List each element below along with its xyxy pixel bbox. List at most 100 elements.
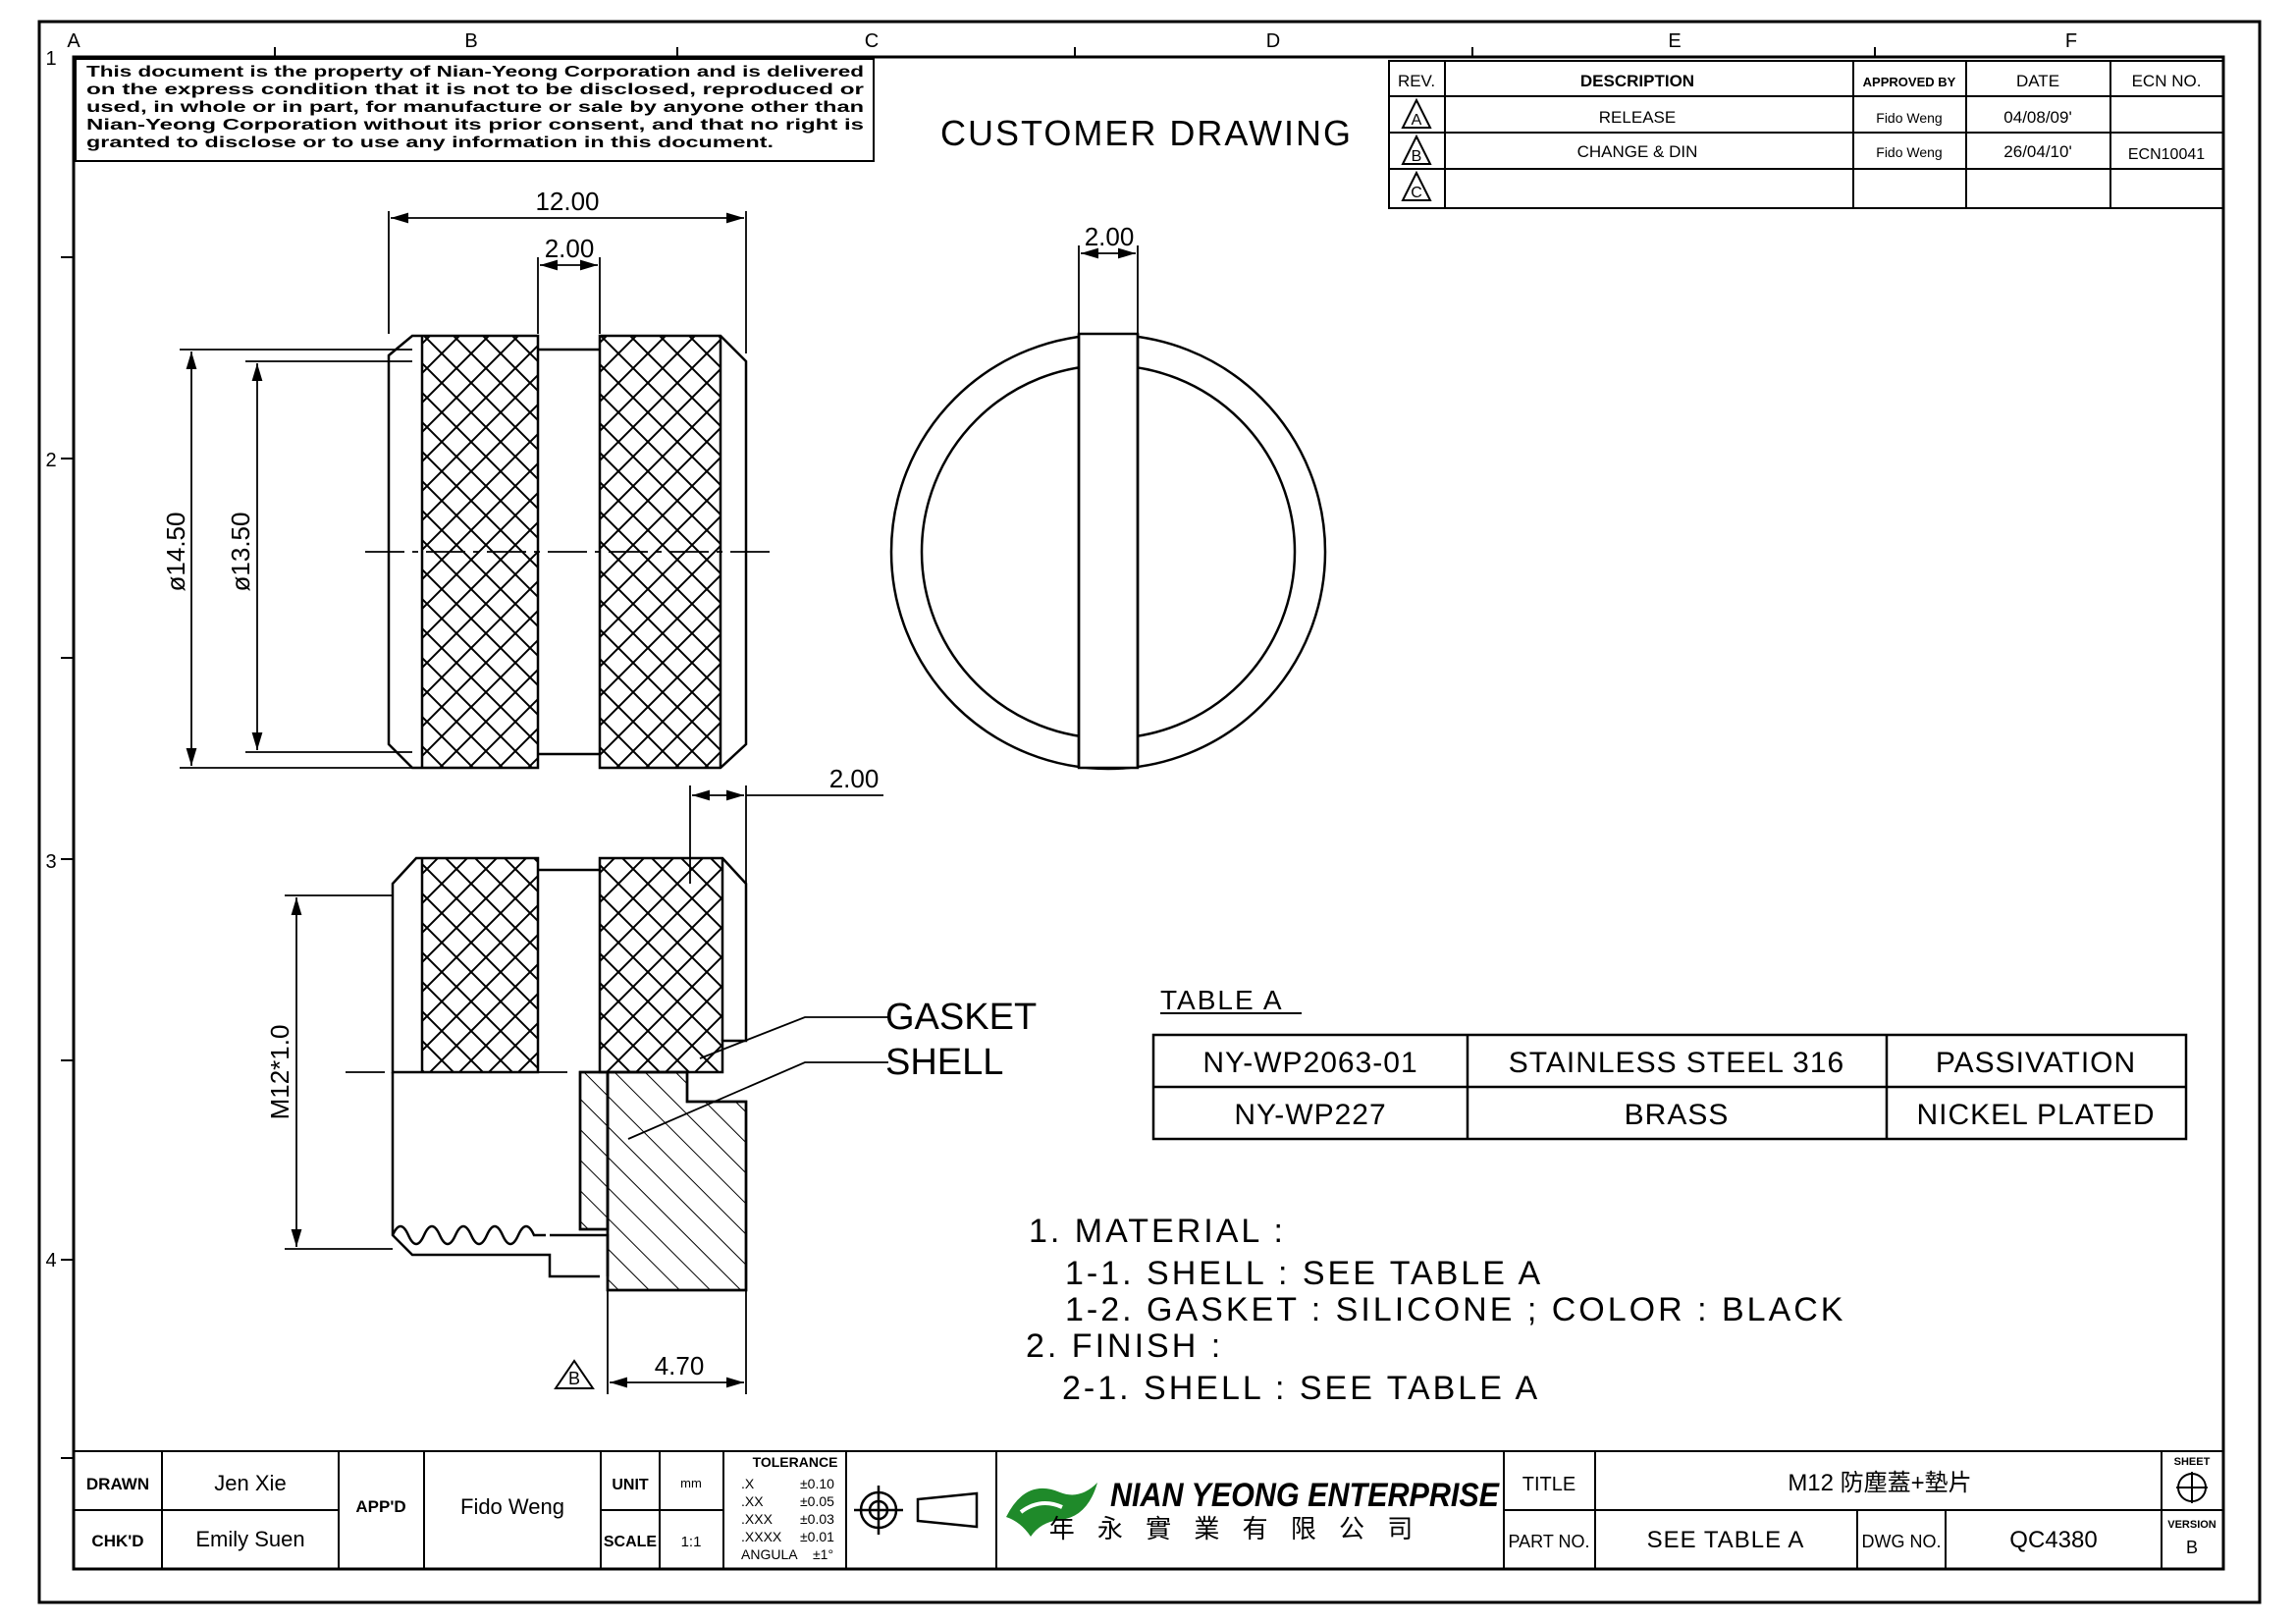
scale-value: 1:1	[681, 1534, 702, 1550]
grid-col-label: D	[1266, 30, 1280, 52]
dwg-no-label: DWG NO.	[1862, 1532, 1942, 1551]
tolerance-block: TOLERANCE .X ±0.10 .XX ±0.05 .XXX ±0.03 …	[741, 1454, 837, 1562]
shell-callout: SHELL	[885, 1042, 1003, 1083]
tolerance-key: .XXXX	[741, 1529, 782, 1544]
date-header: DATE	[2016, 72, 2059, 90]
disclaimer-box: This document is the property of Nian-Ye…	[75, 58, 875, 162]
section-view	[346, 856, 748, 1292]
disclaimer-line: on the express condition that it is not …	[86, 81, 864, 98]
rev-letter: C	[1411, 185, 1422, 201]
tolerance-key: .XXX	[741, 1511, 774, 1527]
angular-value: ±1°	[813, 1546, 833, 1562]
note-line: 1-1. SHELL : SEE TABLE A	[1065, 1255, 1543, 1292]
dim-overall-width: 12.00	[535, 187, 599, 216]
rev-approver: Fido Weng	[1876, 144, 1942, 160]
tolerance-key: .XX	[741, 1493, 764, 1509]
dim-slot-width: 2.00	[545, 234, 595, 263]
grid-row-label: 4	[45, 1250, 56, 1271]
company-name-cn: 年 永 實 業 有 限 公 司	[1049, 1514, 1421, 1543]
table-a-title: TABLE A	[1160, 985, 1284, 1015]
rev-letter: A	[1412, 112, 1422, 129]
dim-chamfer: 2.00	[829, 764, 880, 793]
appd-label: APP'D	[355, 1497, 405, 1516]
rev-marker-triangle-icon	[554, 1359, 595, 1389]
tolerance-key: .X	[741, 1476, 755, 1491]
revision-table: REV. DESCRIPTION APPROVED BY DATE ECN NO…	[1388, 60, 2224, 209]
rev-triangle-icon	[1401, 134, 1432, 165]
grid-col-label: C	[865, 30, 879, 52]
version-value: B	[2186, 1538, 2198, 1557]
tolerance-val: ±0.05	[800, 1493, 834, 1509]
disclaimer-line: granted to disclose or to use any inform…	[86, 135, 774, 151]
drawn-value: Jen Xie	[214, 1471, 286, 1495]
table-a-cell: NICKEL PLATED	[1916, 1099, 2155, 1131]
title-value: M12 防塵蓋+墊片	[1788, 1470, 1971, 1496]
company-logo-icon	[1006, 1483, 1097, 1537]
disclaimer-line: Nian-Yeong Corporation without its prior…	[86, 117, 864, 134]
title-block: DRAWN Jen Xie CHK'D Emily Suen APP'D Fid…	[74, 1450, 2223, 1569]
rev-letter: B	[1412, 148, 1422, 165]
appd-value: Fido Weng	[460, 1494, 564, 1519]
disclaimer-line: used, in whole or in part, for manufactu…	[86, 99, 864, 116]
grid-row-label: 3	[45, 851, 56, 873]
rev-date: 04/08/09'	[2003, 108, 2071, 127]
dim-inner-diameter: ø13.50	[226, 513, 255, 592]
title-label: TITLE	[1522, 1474, 1575, 1495]
tolerance-val: ±0.10	[800, 1476, 834, 1491]
drawn-label: DRAWN	[86, 1475, 149, 1493]
approved-by-header: APPROVED BY	[1863, 75, 1956, 89]
note-line: 2. FINISH :	[1026, 1327, 1223, 1365]
dim-outer-diameter: ø14.50	[161, 513, 190, 592]
table-a-cell: NY-WP2063-01	[1202, 1047, 1417, 1079]
end-view	[889, 245, 1327, 771]
rev-marker-letter: B	[568, 1369, 580, 1388]
side-view	[365, 334, 774, 770]
tolerance-title: TOLERANCE	[753, 1454, 838, 1470]
sheet-symbol-icon	[2176, 1472, 2208, 1503]
rev-header: REV.	[1398, 72, 1435, 90]
gasket-callout: GASKET	[885, 997, 1037, 1038]
side-view-dimensions	[180, 211, 747, 769]
part-no-value: SEE TABLE A	[1647, 1527, 1805, 1553]
tolerance-val: ±0.03	[800, 1511, 834, 1527]
rev-date: 26/04/10'	[2003, 142, 2071, 161]
dim-shell-depth: 4.70	[655, 1351, 705, 1380]
rev-triangle-icon	[1401, 170, 1432, 201]
rev-triangle-icon	[1401, 97, 1432, 129]
rev-approver: Fido Weng	[1876, 110, 1942, 126]
dim-thread: M12*1.0	[265, 1025, 294, 1120]
note-line: 1. MATERIAL :	[1029, 1213, 1286, 1250]
rev-description: CHANGE & DIN	[1577, 142, 1698, 161]
grid-col-label: E	[1668, 30, 1681, 52]
sheet-label: SHEET	[2174, 1456, 2211, 1468]
ecn-header: ECN NO.	[2132, 72, 2202, 90]
description-header: DESCRIPTION	[1580, 72, 1694, 90]
grid-col-label: F	[2065, 30, 2077, 52]
grid-row-label: 1	[45, 48, 56, 70]
drawing-title: CUSTOMER DRAWING	[940, 113, 1353, 153]
chkd-value: Emily Suen	[195, 1527, 304, 1551]
note-line: 1-2. GASKET : SILICONE ; COLOR : BLACK	[1065, 1291, 1845, 1328]
unit-value: mm	[680, 1476, 702, 1490]
scale-label: SCALE	[604, 1534, 658, 1550]
tolerance-val: ±0.01	[800, 1529, 834, 1544]
angular-label: ANGULA	[741, 1546, 798, 1562]
sheet-border	[37, 20, 2262, 1604]
table-a-cell: BRASS	[1625, 1099, 1730, 1131]
table-a-cell: PASSIVATION	[1936, 1047, 2136, 1079]
note-line: 2-1. SHELL : SEE TABLE A	[1062, 1370, 1540, 1407]
unit-label: UNIT	[612, 1477, 649, 1493]
table-a-cell: NY-WP227	[1234, 1099, 1386, 1131]
grid-col-label: A	[67, 30, 80, 52]
table-a-cell: STAINLESS STEEL 316	[1509, 1047, 1844, 1079]
notes: 1. MATERIAL : 1-1. SHELL : SEE TABLE A 1…	[1026, 1213, 1845, 1407]
projection-symbol-icon	[854, 1486, 979, 1535]
grid-reference: A B C D E F 1 2 3 4	[45, 30, 2077, 1459]
version-label: VERSION	[2167, 1519, 2216, 1531]
grid-col-label: B	[464, 30, 477, 52]
table-a: TABLE A NY-WP2063-01 STAINLESS STEEL 316…	[1151, 985, 2188, 1141]
disclaimer-line: This document is the property of Nian-Ye…	[86, 64, 864, 81]
company-name: NIAN YEONG ENTERPRISE	[1110, 1477, 1500, 1514]
part-no-label: PART NO.	[1508, 1532, 1589, 1551]
